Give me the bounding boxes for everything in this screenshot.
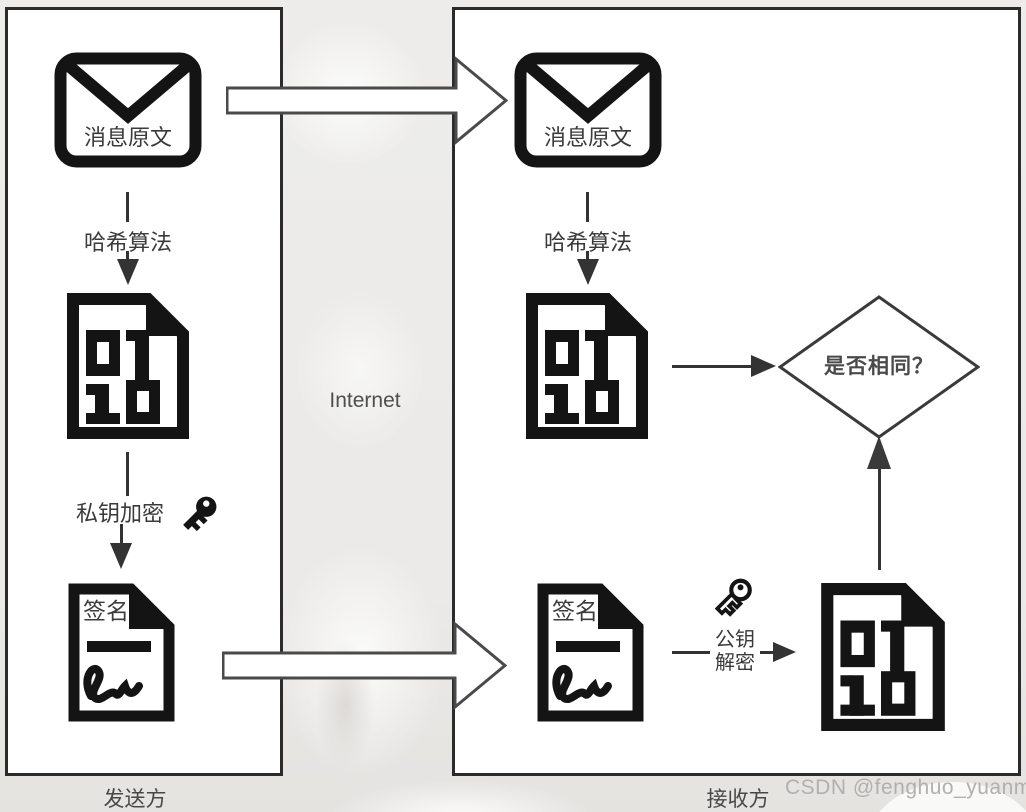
arrow-down-icon [577, 259, 599, 285]
sender-message-label: 消息原文 [83, 125, 172, 150]
digest-to-compare-connector [672, 365, 752, 368]
binary-file-icon [821, 583, 945, 731]
decrypt-step-label: 公钥 解密 [708, 629, 762, 675]
sender-digest-icon [64, 292, 190, 440]
arrow-right-icon [773, 642, 796, 662]
receiver-digest-icon [523, 292, 649, 440]
binary-file-icon [67, 293, 189, 439]
arrow-down-icon [110, 543, 132, 569]
internet-label: Internet [329, 389, 401, 412]
receiver-box-label: 接收方 [706, 788, 770, 811]
receiver-decrypted-digest-icon [818, 582, 946, 732]
decrypt-connector [760, 651, 774, 654]
transfer-arrow-bottom [222, 621, 507, 710]
arrow-up-icon [867, 436, 891, 469]
sender-encrypt-connector [126, 452, 129, 496]
digest-to-compare-up-connector [878, 467, 881, 570]
compare-decision-diamond: 是否相同？ [778, 295, 980, 439]
signed-document-icon [68, 583, 175, 722]
sender-hash-label: 哈希算法 [83, 230, 172, 255]
sender-encrypt-connector [120, 524, 123, 546]
sender-box-label: 发送方 [103, 788, 167, 811]
sender-signature-icon: 签名 [66, 582, 176, 723]
background-blob [295, 290, 425, 450]
sender-hash-connector [126, 192, 129, 222]
sender-message-envelope-icon: 消息原文 [54, 52, 202, 168]
envelope-icon [54, 52, 202, 168]
receiver-hash-connector [586, 192, 589, 222]
private-key-icon [177, 487, 223, 539]
decrypt-connector [672, 651, 710, 654]
envelope-icon [514, 52, 662, 168]
signed-document-icon [537, 583, 644, 722]
public-key-icon [710, 569, 758, 624]
background-blob [330, 780, 590, 812]
arrow-down-icon [117, 259, 139, 285]
arrow-right-icon [751, 355, 776, 377]
watermark: CSDN @fenghuo_yuanma [785, 776, 1026, 799]
receiver-hash-connector [586, 251, 589, 261]
decrypt-label-line1: 公钥 [715, 629, 755, 651]
receiver-signature-label: 签名 [552, 598, 598, 624]
binary-file-icon [526, 293, 648, 439]
decrypt-label-line2: 解密 [715, 652, 755, 674]
sender-hash-connector [126, 251, 129, 261]
receiver-hash-label: 哈希算法 [543, 230, 632, 255]
compare-label: 是否相同？ [824, 355, 934, 378]
transfer-arrow-top [226, 56, 508, 145]
receiver-message-envelope-icon: 消息原文 [514, 52, 662, 168]
receiver-message-label: 消息原文 [543, 125, 632, 150]
sender-encrypt-label: 私钥加密 [75, 501, 164, 526]
sender-signature-label: 签名 [83, 598, 129, 624]
receiver-signature-icon: 签名 [535, 582, 645, 723]
